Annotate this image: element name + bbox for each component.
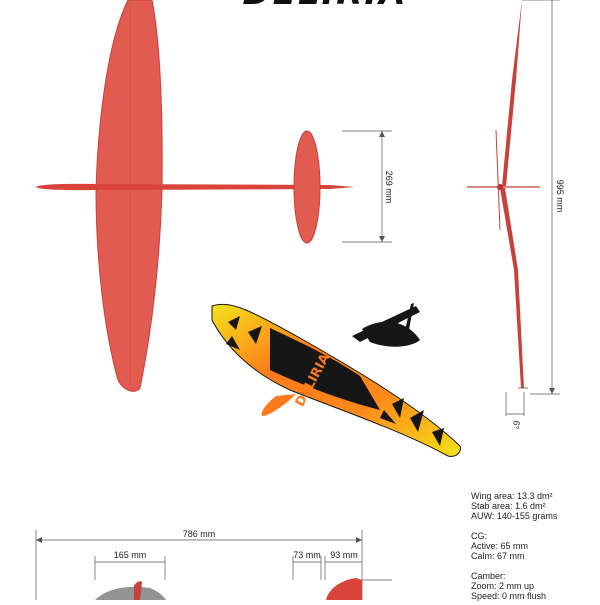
camber-zoom: Zoom: 2 mm up (471, 581, 535, 591)
tail-a-dimension: 73 mm (292, 550, 322, 580)
cg-calm: Calm: 67 mm (471, 551, 525, 561)
side-view-wing (95, 581, 166, 600)
auw: AUW: 140-155 grams (471, 511, 558, 521)
camber-speed: Speed: 0 mm flush (471, 591, 547, 601)
tail-b-dimension: 93 mm (324, 550, 362, 580)
overall-span-dimension: 995 mm (522, 0, 565, 395)
brand-logo: DELIRIA (243, 0, 408, 13)
length-label: 786 mm (183, 529, 216, 539)
length-dimension: 786 mm (35, 529, 363, 600)
perspective-glider: DELIRIA (211, 303, 461, 457)
top-view-stabilizer (293, 130, 321, 244)
cg-active: Active: 65 mm (471, 541, 529, 551)
tail-a-label: 73 mm (293, 550, 321, 560)
stab-area: Stab area: 1.6 dm² (471, 501, 546, 511)
specifications: Wing area: 13.3 dm² Stab area: 1.6 dm² A… (471, 491, 557, 601)
dihedral-label: 6° (510, 420, 521, 431)
stab-span-label: 269 mm (384, 171, 394, 204)
side-view-fin (326, 578, 392, 600)
front-view (467, 0, 540, 389)
dihedral-dimension: 6° (505, 392, 525, 431)
tail-b-label: 93 mm (330, 550, 358, 560)
wing-area: Wing area: 13.3 dm² (471, 491, 553, 501)
nose-label: 165 mm (114, 550, 147, 560)
stab-span-dimension: 269 mm (342, 130, 394, 243)
top-view-fuselage (36, 183, 355, 191)
cg-title: CG: (471, 531, 488, 541)
nose-dimension: 165 mm (94, 550, 166, 580)
camber-title: Camber: (471, 571, 506, 581)
overall-span-label: 995 mm (555, 180, 565, 213)
top-view-wing (95, 0, 163, 392)
